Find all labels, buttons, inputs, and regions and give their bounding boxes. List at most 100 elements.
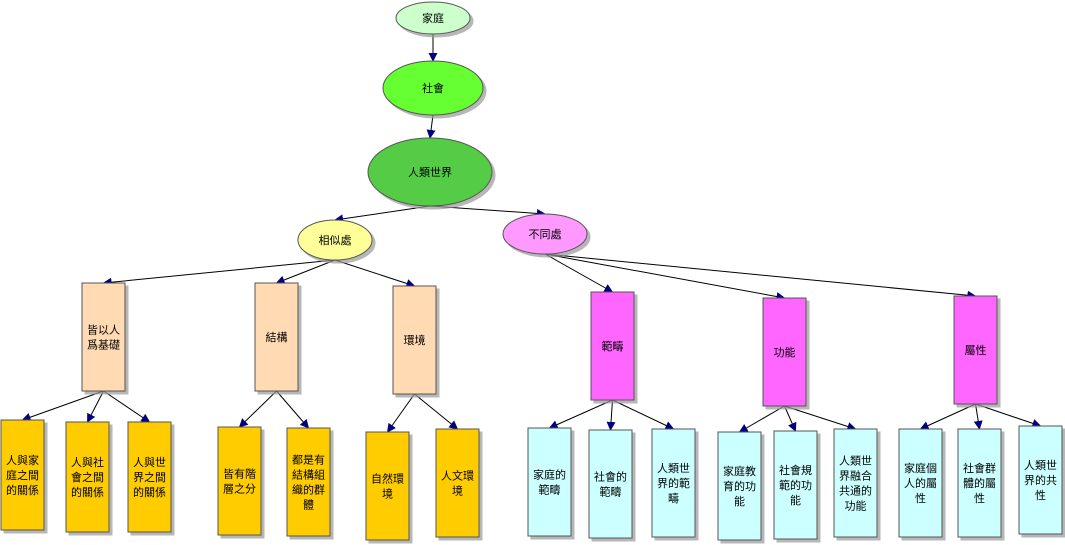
node-label-a1-line-2: 性 (915, 491, 926, 505)
edge-scope-to-sc1 (548, 399, 613, 429)
node-label-s2-line-1: 結構組 (292, 468, 325, 482)
node-label-b1-line-1: 庭之間 (6, 468, 39, 482)
node-label-b3-line-1: 界之間 (133, 470, 166, 484)
node-label-f3-line-1: 界融合 (839, 469, 872, 483)
node-shape-s2 (286, 427, 331, 537)
node-label-a1-line-0: 家庭個 (904, 461, 937, 475)
node-label-b2-line-1: 會之間 (71, 470, 104, 484)
node-shape-e1 (365, 431, 410, 541)
edge-environment-to-e1 (386, 393, 415, 433)
node-label-family-line-0: 家庭 (422, 11, 444, 25)
node-label-s2-line-0: 都是有 (292, 453, 325, 467)
edge-function-to-f3 (784, 405, 857, 431)
node-shape-structure (254, 282, 299, 392)
node-label-a3-line-0: 人類世 (1024, 459, 1057, 472)
node-attribute[interactable]: 屬性 (953, 295, 998, 405)
node-label-s1-line-0: 皆有階 (223, 467, 256, 481)
node-structure[interactable]: 結構 (254, 282, 299, 392)
node-label-e1-line-1: 境 (382, 487, 393, 501)
node-label-s2-line-2: 織的群 (292, 483, 325, 497)
node-shape-function (762, 297, 807, 407)
node-label-e2-line-1: 境 (452, 484, 463, 498)
node-label-sc3-line-2: 疇 (668, 491, 679, 505)
node-family[interactable]: 家庭 (395, 1, 471, 35)
node-label-basis-line-0: 皆以人 (87, 324, 120, 337)
edge-different-to-scope (544, 253, 614, 293)
node-label-b2-line-2: 的關係 (71, 485, 104, 499)
node-shape-f1 (717, 431, 762, 541)
node-label-b3-line-0: 人與世 (133, 455, 166, 469)
node-label-a1-line-1: 人的屬 (904, 476, 937, 490)
node-shape-society (382, 60, 484, 116)
edge-similar-to-structure (275, 259, 336, 285)
node-shape-environment (392, 285, 437, 395)
node-label-s1-line-1: 層之分 (223, 482, 256, 496)
node-label-f3-line-3: 功能 (845, 499, 867, 513)
node-different[interactable]: 不同處 (502, 213, 588, 255)
node-environment[interactable]: 環境 (392, 285, 437, 395)
node-shape-b1 (0, 419, 45, 531)
node-shape-basis (81, 282, 126, 392)
node-label-f3-line-0: 人類世 (839, 455, 872, 468)
node-label-f2-line-1: 範的功 (779, 478, 812, 492)
node-label-b2-line-0: 人與社 (71, 455, 104, 469)
node-similar[interactable]: 相似處 (297, 219, 373, 261)
node-shape-a1 (898, 428, 943, 538)
node-label-a3-line-1: 界的共 (1024, 473, 1057, 487)
node-shape-family (395, 1, 471, 35)
edge-scope-to-sc2 (606, 399, 616, 431)
node-label-f2-line-0: 社會規 (779, 463, 812, 477)
node-label-b1-line-2: 的關係 (6, 483, 39, 497)
node-world[interactable]: 人類世界 (367, 137, 493, 207)
node-scope[interactable]: 範疇 (590, 291, 635, 401)
node-shape-similar (297, 219, 373, 261)
node-shape-b3 (127, 421, 172, 533)
node-shape-f3 (833, 428, 878, 538)
node-label-a2-line-0: 社會群 (963, 461, 996, 475)
node-shape-world (367, 137, 493, 207)
edge-function-to-f2 (784, 405, 797, 432)
node-label-sc3-line-1: 界的範 (657, 476, 690, 490)
connector-layer (21, 34, 1042, 433)
node-label-basis-line-1: 爲基礎 (87, 339, 120, 352)
node-label-sc2-line-0: 社會的 (594, 470, 627, 484)
edge-environment-to-e2 (414, 393, 459, 430)
node-label-b1-line-0: 人與家 (6, 453, 39, 467)
edge-structure-to-s2 (276, 390, 310, 429)
edge-basis-to-b3 (103, 390, 151, 423)
node-function[interactable]: 功能 (762, 297, 807, 407)
node-shape-sc1 (527, 427, 572, 537)
node-label-f2-line-2: 能 (790, 493, 801, 507)
edge-structure-to-s1 (238, 390, 277, 428)
node-shape-scope (590, 291, 635, 401)
node-label-a3-line-2: 性 (1035, 488, 1046, 502)
edge-world-to-similar (334, 205, 431, 224)
node-label-function-line-0: 功能 (774, 345, 796, 359)
node-label-e1-line-0: 自然環 (371, 472, 404, 486)
edge-basis-to-b1 (21, 390, 104, 422)
node-shape-different (502, 213, 588, 255)
node-shape-sc3 (651, 428, 696, 538)
node-society[interactable]: 社會 (382, 60, 484, 116)
node-shape-a3 (1018, 425, 1063, 535)
node-label-environment-line-0: 環境 (404, 333, 426, 347)
